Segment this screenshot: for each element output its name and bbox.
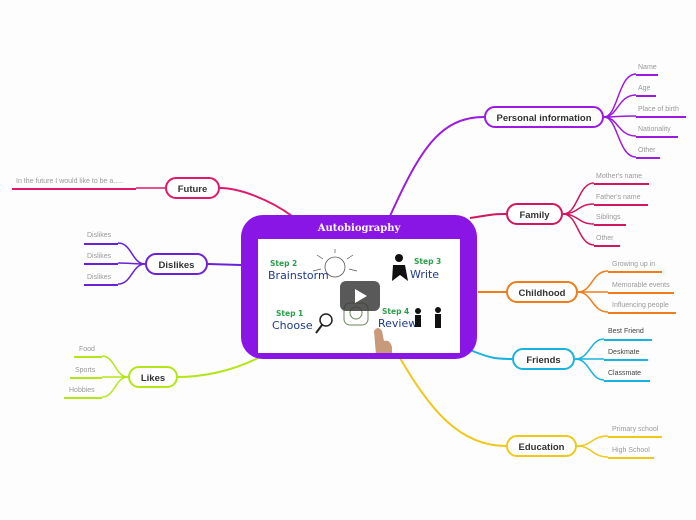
topic-likes[interactable]: Likes xyxy=(128,366,178,388)
subtopic-other[interactable]: Other xyxy=(596,235,614,242)
subtopic-underline xyxy=(636,136,678,138)
hand-icon xyxy=(374,328,392,353)
reviewers-figures-icon xyxy=(415,307,441,328)
topic-future[interactable]: Future xyxy=(165,177,220,199)
subtopic-underline xyxy=(84,243,118,245)
subtopic-memorable-events[interactable]: Memorable events xyxy=(612,282,670,289)
topic-childhood[interactable]: Childhood xyxy=(506,281,578,303)
subtopic-mothers-name[interactable]: Mother's name xyxy=(596,173,643,180)
subtopic-age[interactable]: Age xyxy=(638,85,651,92)
subtopic-underline xyxy=(70,377,102,379)
subtopic-place-of-birth[interactable]: Place of birth xyxy=(638,106,679,113)
subtopic-growing-up-in[interactable]: Growing up in xyxy=(612,261,656,268)
subtopic-primary-school[interactable]: Primary school xyxy=(612,426,659,433)
subtopic-hobbies[interactable]: Hobbies xyxy=(69,387,95,394)
subtopic-underline xyxy=(636,157,660,159)
subtopic-underline xyxy=(608,271,662,273)
topic-family[interactable]: Family xyxy=(506,203,563,225)
topic-dislikes[interactable]: Dislikes xyxy=(145,253,208,275)
subtopic-other[interactable]: Other xyxy=(638,147,656,154)
subtopic-underline xyxy=(636,74,658,76)
subtopic-underline xyxy=(604,359,648,361)
subtopic-underline xyxy=(12,188,136,190)
step-label: Step 2 xyxy=(270,259,298,268)
subtopic-future-aspiration[interactable]: In the future I would like to be a..... xyxy=(16,178,124,185)
subtopic-dislikes[interactable]: Dislikes xyxy=(87,274,112,281)
subtopic-sports[interactable]: Sports xyxy=(75,367,96,374)
brainstorm-cloud-icon xyxy=(312,249,358,278)
topic-friends[interactable]: Friends xyxy=(512,348,575,370)
subtopic-high-school[interactable]: High School xyxy=(612,447,650,454)
subtopic-underline xyxy=(84,263,118,265)
subtopic-underline xyxy=(604,380,650,382)
subtopic-underline xyxy=(636,95,656,97)
step-label: Step 1 xyxy=(276,309,304,318)
subtopic-influencing-people[interactable]: Influencing people xyxy=(612,302,669,309)
subtopic-underline xyxy=(608,457,654,459)
subtopic-classmate[interactable]: Classmate xyxy=(608,370,642,377)
step-label: Step 4 xyxy=(382,307,410,316)
subtopic-underline xyxy=(64,397,102,399)
central-topic-title: Autobiography xyxy=(317,223,401,234)
topic-education[interactable]: Education xyxy=(506,435,577,457)
subtopic-dislikes[interactable]: Dislikes xyxy=(87,232,112,239)
subtopic-best-friend[interactable]: Best Friend xyxy=(608,328,644,335)
video-thumbnail[interactable]: Step 2 Brainstorm Step 3 Write Step 1 Ch… xyxy=(258,239,460,353)
magnifier-icon xyxy=(315,313,333,334)
subtopic-underline xyxy=(594,224,626,226)
step-label: Step 3 xyxy=(414,257,442,266)
subtopic-fathers-name[interactable]: Father's name xyxy=(596,194,641,201)
step-word: Brainstorm xyxy=(268,269,329,282)
subtopic-underline xyxy=(636,116,686,118)
subtopic-underline xyxy=(74,356,102,358)
subtopic-underline xyxy=(594,204,648,206)
subtopic-nationality[interactable]: Nationality xyxy=(638,126,671,133)
step-word: Write xyxy=(410,268,440,281)
subtopic-name[interactable]: Name xyxy=(638,64,657,71)
subtopic-underline xyxy=(594,183,649,185)
subtopic-underline xyxy=(608,292,674,294)
subtopic-siblings[interactable]: Siblings xyxy=(596,214,621,221)
subtopic-underline xyxy=(604,339,652,341)
subtopic-underline xyxy=(608,436,662,438)
play-button[interactable] xyxy=(340,281,380,311)
step-word: Choose xyxy=(272,319,313,332)
subtopic-deskmate[interactable]: Deskmate xyxy=(608,349,640,356)
central-topic[interactable]: Autobiography Step 2 Brainstorm Step 3 W… xyxy=(241,215,477,359)
topic-personal-information[interactable]: Personal information xyxy=(484,106,604,128)
subtopic-underline xyxy=(84,284,118,286)
subtopic-dislikes[interactable]: Dislikes xyxy=(87,253,112,260)
step-word: Review xyxy=(378,317,418,330)
subtopic-food[interactable]: Food xyxy=(79,346,95,353)
subtopic-underline xyxy=(594,245,620,247)
writer-figure-icon xyxy=(392,254,408,281)
subtopic-underline xyxy=(608,312,676,314)
